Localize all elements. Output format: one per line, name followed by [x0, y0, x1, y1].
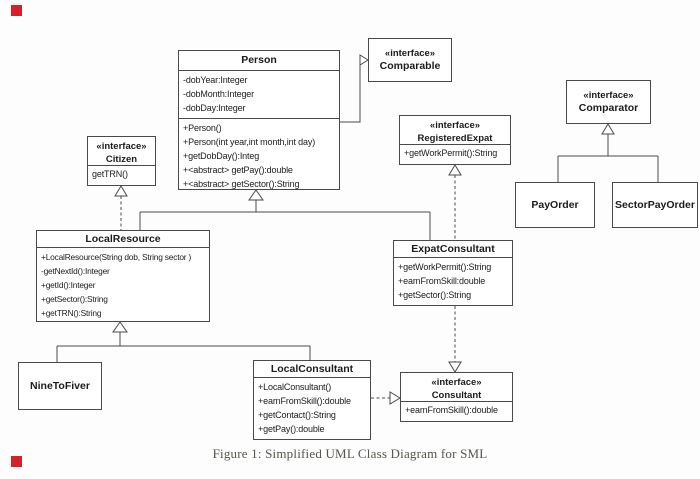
red-marker-bottom-left: [11, 456, 22, 467]
uml-method: +earnFromSkill():double: [258, 396, 351, 406]
uml-method: +LocalConsultant(): [258, 382, 332, 392]
class-ninetofiver-title: NineToFiver: [30, 379, 90, 392]
uml-method: +getId():Integer: [41, 280, 96, 290]
uml-method: +getSector():String: [41, 294, 108, 304]
uml-attribute: -dobMonth:Integer: [183, 89, 254, 99]
uml-method: -getNextId():Integer: [41, 266, 110, 276]
uml-method: +LocalResource(String dob, String sector…: [41, 252, 192, 262]
class-localconsultant-title: LocalConsultant: [254, 361, 370, 378]
class-localresource-title: LocalResource: [37, 231, 209, 248]
interface-citizen-title: «interface» Citizen: [88, 137, 155, 166]
uml-method: +earnFromSkill:double: [398, 276, 486, 286]
arrow-expatconsultant-registeredexpat: [448, 164, 462, 240]
class-person-methods: +Person() +Person(int year,int month,int…: [179, 119, 339, 192]
uml-method: +<abstract> getPay():double: [183, 165, 293, 175]
uml-method: +getWorkPermit():String: [404, 148, 498, 158]
interface-name: Consultant: [431, 390, 482, 401]
class-sectorpayorder-title: SectorPayOrder: [615, 198, 695, 211]
uml-method: +getSector():String: [398, 290, 471, 300]
arrow-localconsultant-consultant: [371, 391, 401, 405]
class-expatconsultant-title: ExpatConsultant: [394, 241, 512, 258]
class-person-title: Person: [179, 51, 339, 71]
uml-method: +Person(): [183, 123, 222, 133]
stereotype-label: «interface»: [96, 141, 147, 152]
interface-consultant: «interface» Consultant +earnFromSkill():…: [400, 372, 513, 422]
uml-attribute: -dobYear:Integer: [183, 75, 248, 85]
arrow-tree-person-children: [139, 189, 431, 240]
uml-method: +getTRN():String: [41, 308, 102, 318]
stereotype-label: «interface»: [429, 120, 481, 131]
arrow-tree-localresource-children: [56, 321, 311, 362]
interface-comparable-title: «interface» Comparable: [369, 39, 451, 81]
class-sectorpayorder: SectorPayOrder: [612, 182, 698, 228]
class-expatconsultant: ExpatConsultant +getWorkPermit():String …: [393, 240, 513, 306]
uml-method: getTRN(): [92, 169, 128, 179]
interface-name: Citizen: [105, 154, 138, 165]
class-localresource-methods: +LocalResource(String dob, String sector…: [37, 248, 209, 321]
interface-name: RegisteredExpat: [417, 133, 493, 144]
stereotype-label: «interface»: [431, 377, 482, 388]
class-localconsultant-methods: +LocalConsultant() +earnFromSkill():doub…: [254, 378, 370, 437]
interface-citizen: «interface» Citizen getTRN(): [87, 136, 156, 186]
arrow-tree-comparator-children: [557, 123, 659, 182]
interface-consultant-title: «interface» Consultant: [401, 373, 512, 402]
arrow-expatconsultant-consultant: [448, 306, 462, 373]
uml-attribute: -dobDay:Integer: [183, 103, 246, 113]
class-person: Person -dobYear:Integer -dobMonth:Intege…: [178, 50, 340, 190]
interface-name: Comparable: [379, 60, 441, 72]
interface-comparable: «interface» Comparable: [368, 38, 452, 82]
class-expatconsultant-methods: +getWorkPermit():String +earnFromSkill:d…: [394, 258, 512, 303]
uml-method: +earnFromSkill():double: [405, 405, 498, 415]
stereotype-label: «interface»: [583, 90, 634, 101]
class-localconsultant: LocalConsultant +LocalConsultant() +earn…: [253, 360, 371, 440]
interface-registeredexpat-title: «interface» RegisteredExpat: [400, 116, 510, 145]
arrow-person-comparable: [340, 54, 369, 123]
uml-method: +Person(int year,int month,int day): [183, 137, 316, 147]
uml-method: +getDobDay():Integ: [183, 151, 260, 161]
class-payorder-title: PayOrder: [531, 198, 579, 211]
class-payorder: PayOrder: [515, 182, 595, 228]
class-ninetofiver: NineToFiver: [18, 362, 102, 410]
interface-comparator: «interface» Comparator: [566, 80, 651, 124]
class-localresource: LocalResource +LocalResource(String dob,…: [36, 230, 210, 322]
interface-comparator-title: «interface» Comparator: [567, 81, 650, 123]
red-marker-top-left: [11, 5, 22, 16]
uml-method: +getContact():String: [258, 410, 336, 420]
uml-method: +getPay():double: [258, 424, 325, 434]
interface-name: Comparator: [578, 102, 639, 114]
arrow-localresource-citizen: [114, 185, 128, 230]
uml-method: +<abstract> getSector():String: [183, 179, 300, 189]
stereotype-label: «interface»: [384, 48, 436, 59]
figure-caption: Figure 1: Simplified UML Class Diagram f…: [212, 446, 488, 461]
uml-method: +getWorkPermit():String: [398, 262, 492, 272]
interface-registeredexpat: «interface» RegisteredExpat +getWorkPerm…: [399, 115, 511, 165]
class-person-attributes: -dobYear:Integer -dobMonth:Integer -dobD…: [179, 71, 339, 119]
